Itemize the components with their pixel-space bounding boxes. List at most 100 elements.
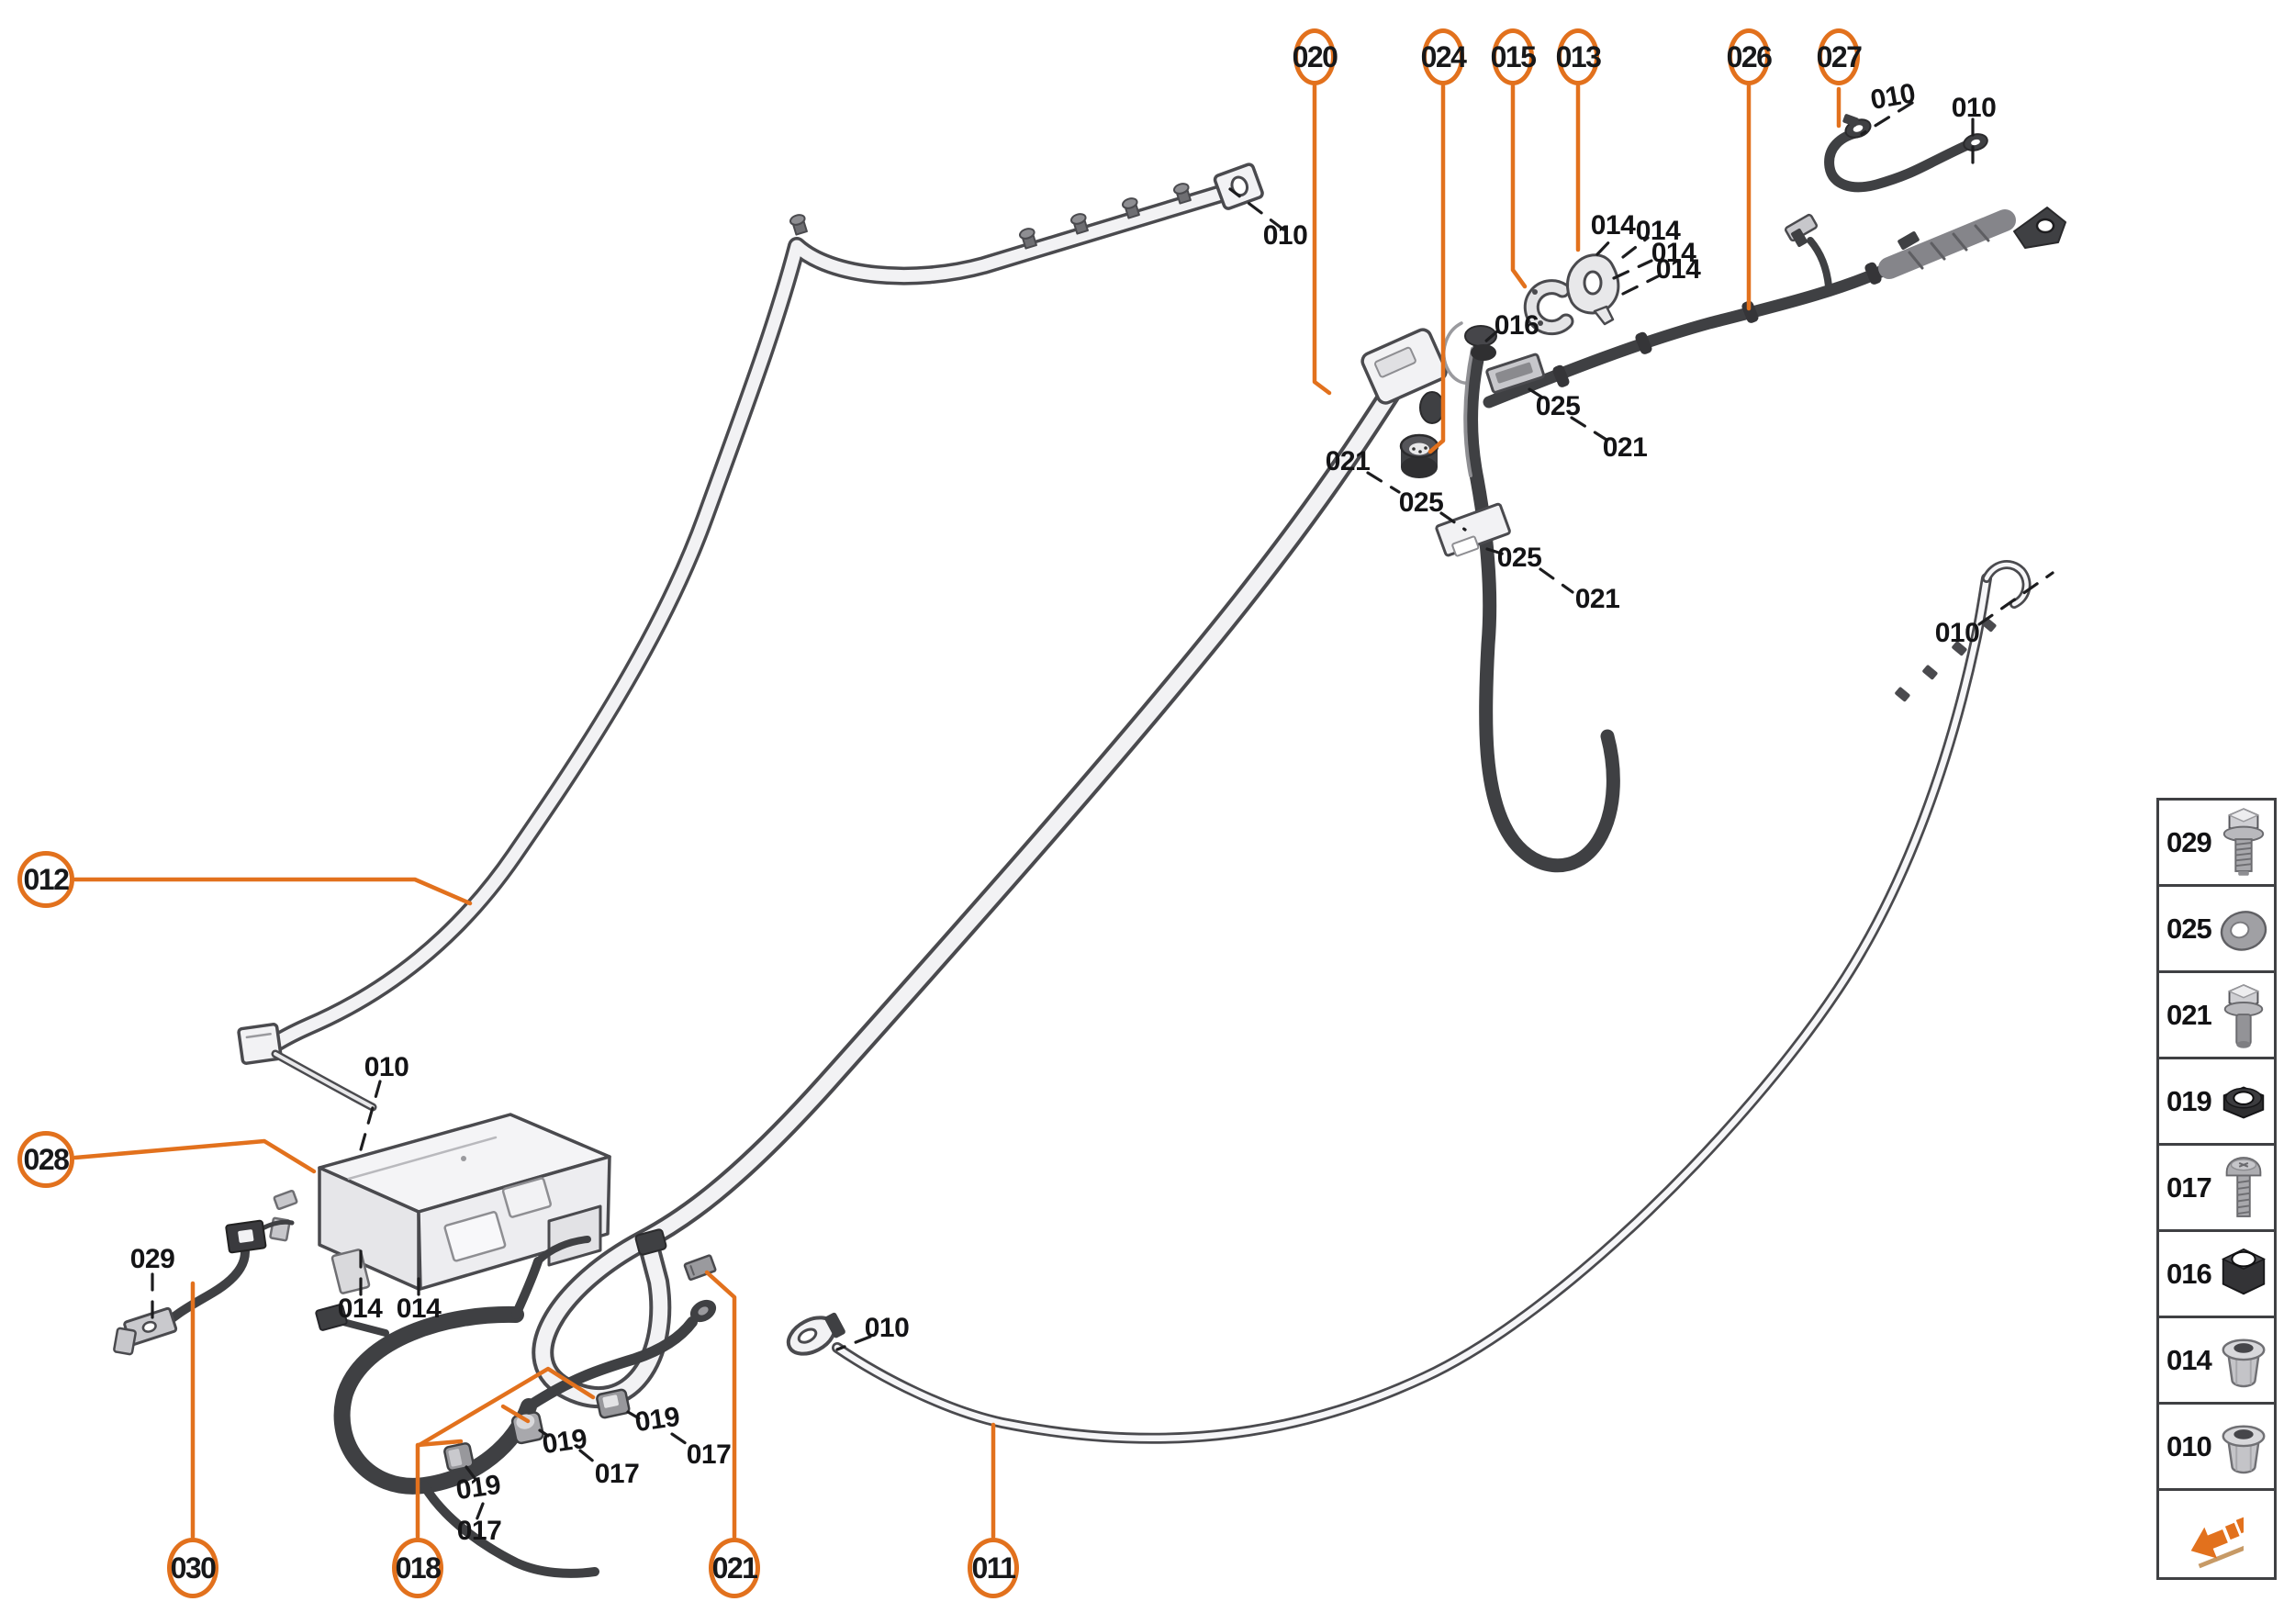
- callout-013[interactable]: 013: [1555, 28, 1602, 85]
- bracket-025-target: [1485, 353, 1545, 394]
- callout-label: 028: [23, 1142, 70, 1176]
- legend-part-number: 010: [2166, 1429, 2212, 1462]
- page-arrow-icon: [2190, 1495, 2244, 1573]
- part-number-label: 014: [1590, 210, 1636, 241]
- part-number-label: 025: [1535, 391, 1581, 421]
- callout-leader-lines: [73, 84, 1842, 1540]
- callout-024[interactable]: 024: [1420, 28, 1467, 85]
- legend-row-010[interactable]: 010: [2159, 1405, 2274, 1491]
- ground-strap-011: [786, 560, 2032, 1444]
- legend-part-number: 014: [2166, 1343, 2212, 1376]
- part-number-label: 010: [864, 1313, 910, 1343]
- legend-row-017[interactable]: 017: [2159, 1146, 2274, 1232]
- callout-028[interactable]: 028: [17, 1131, 74, 1188]
- legend-row-021[interactable]: 021: [2159, 973, 2274, 1059]
- part-number-label: 017: [686, 1439, 732, 1470]
- legend-row-016[interactable]: 016: [2159, 1232, 2274, 1318]
- part-number-label: 019: [540, 1423, 589, 1461]
- harness-clip-1: [443, 1442, 475, 1472]
- callout-018[interactable]: 018: [392, 1538, 443, 1598]
- callout-label: 024: [1420, 39, 1467, 73]
- legend-row-025[interactable]: 025: [2159, 887, 2274, 973]
- ground-cable-030: [113, 1219, 295, 1356]
- part-number-label: 025: [1496, 543, 1542, 573]
- legend-row-page-arrow[interactable]: [2159, 1491, 2274, 1577]
- callout-label: 013: [1555, 39, 1602, 73]
- dashed-part-leaders: [151, 101, 2054, 1522]
- callout-label: 021: [711, 1551, 758, 1585]
- cable-duct-012: [237, 162, 1264, 1112]
- callout-label: 027: [1816, 39, 1863, 73]
- part-number-label: 010: [1934, 618, 1980, 648]
- legend-part-number: 029: [2166, 825, 2212, 858]
- legend-row-014[interactable]: 014: [2159, 1318, 2274, 1405]
- part-number-label: 021: [1325, 446, 1371, 476]
- callout-030[interactable]: 030: [167, 1538, 218, 1598]
- callout-011[interactable]: 011: [968, 1538, 1019, 1598]
- callout-label: 020: [1292, 39, 1338, 73]
- strap-eyelet-terminal: [786, 1312, 845, 1356]
- part-number-label: 019: [453, 1469, 503, 1506]
- battery-cable-026: [1483, 207, 2066, 409]
- hex-nut-dark-icon: [2217, 1236, 2270, 1313]
- callout-012[interactable]: 012: [17, 851, 74, 908]
- jumper-cable-027: [1824, 114, 1988, 193]
- part-number-label: 021: [1574, 584, 1620, 614]
- fuse-box-028: [269, 1113, 611, 1294]
- cable-bracket-029-target: [123, 1306, 178, 1347]
- c-clip-015: [1523, 279, 1574, 336]
- duct-012-end-box: [237, 1023, 283, 1065]
- callout-label: 030: [170, 1551, 217, 1585]
- part-number-label: 025: [1398, 487, 1444, 518]
- plate-013: [1566, 253, 1620, 326]
- center-harness-assembly: [1399, 253, 1620, 873]
- callout-026[interactable]: 026: [1726, 28, 1773, 85]
- part-number-label: 010: [1951, 93, 1997, 123]
- pan-screw-icon: [2217, 1149, 2270, 1226]
- callout-label: 026: [1726, 39, 1773, 73]
- part-number-label: 017: [456, 1516, 502, 1546]
- duct-012-end-bracket: [1213, 162, 1264, 210]
- legend-part-number: 017: [2166, 1170, 2212, 1204]
- legend-table: 029 025 021 019 017 016 014 010: [2156, 798, 2277, 1580]
- flange-bolt-icon: [2217, 804, 2270, 881]
- part-number-label: 014: [1635, 216, 1681, 246]
- part-number-label: 014: [1651, 238, 1696, 268]
- part-number-label: 017: [594, 1459, 640, 1489]
- callout-020[interactable]: 020: [1292, 28, 1338, 85]
- part-number-label: 010: [364, 1052, 409, 1082]
- callout-027[interactable]: 027: [1816, 28, 1863, 85]
- legend-part-number: 021: [2166, 998, 2212, 1031]
- legend-part-number: 019: [2166, 1084, 2212, 1117]
- duct-studs: [789, 183, 1192, 250]
- harness-clip-3: [596, 1388, 631, 1419]
- legend-row-029[interactable]: 029: [2159, 801, 2274, 887]
- callout-label: 015: [1490, 39, 1537, 73]
- part-number-label: 014: [396, 1294, 442, 1324]
- plate-025-target: [1435, 502, 1511, 557]
- callout-label: 012: [23, 862, 70, 896]
- collar-nut-icon: [2217, 1322, 2270, 1399]
- shoulder-bolt-icon: [2217, 977, 2270, 1054]
- flange-nut-dark-icon: [2217, 1063, 2270, 1140]
- duct-020-end-connector: [1360, 328, 1448, 424]
- callout-021[interactable]: 021: [709, 1538, 760, 1598]
- legend-part-number: 025: [2166, 912, 2212, 945]
- callout-label: 011: [971, 1551, 1016, 1585]
- cable-clamp-rings: [1552, 262, 1882, 387]
- part-number-label: 019: [633, 1401, 682, 1439]
- engine-harness-018: [315, 1236, 717, 1578]
- part-number-label: 016: [1494, 310, 1539, 341]
- part-number-label: 014: [1655, 254, 1701, 285]
- legend-row-019[interactable]: 019: [2159, 1059, 2274, 1146]
- part-number-label: 010: [1262, 220, 1308, 251]
- part-number-label: 029: [129, 1244, 175, 1274]
- part-number-label: 021: [1602, 432, 1648, 463]
- part-number-label: 014: [337, 1294, 383, 1324]
- callout-label: 018: [395, 1551, 442, 1585]
- cable-duct-020: [532, 328, 1448, 1409]
- legend-part-number: 016: [2166, 1257, 2212, 1290]
- callout-015[interactable]: 015: [1490, 28, 1537, 85]
